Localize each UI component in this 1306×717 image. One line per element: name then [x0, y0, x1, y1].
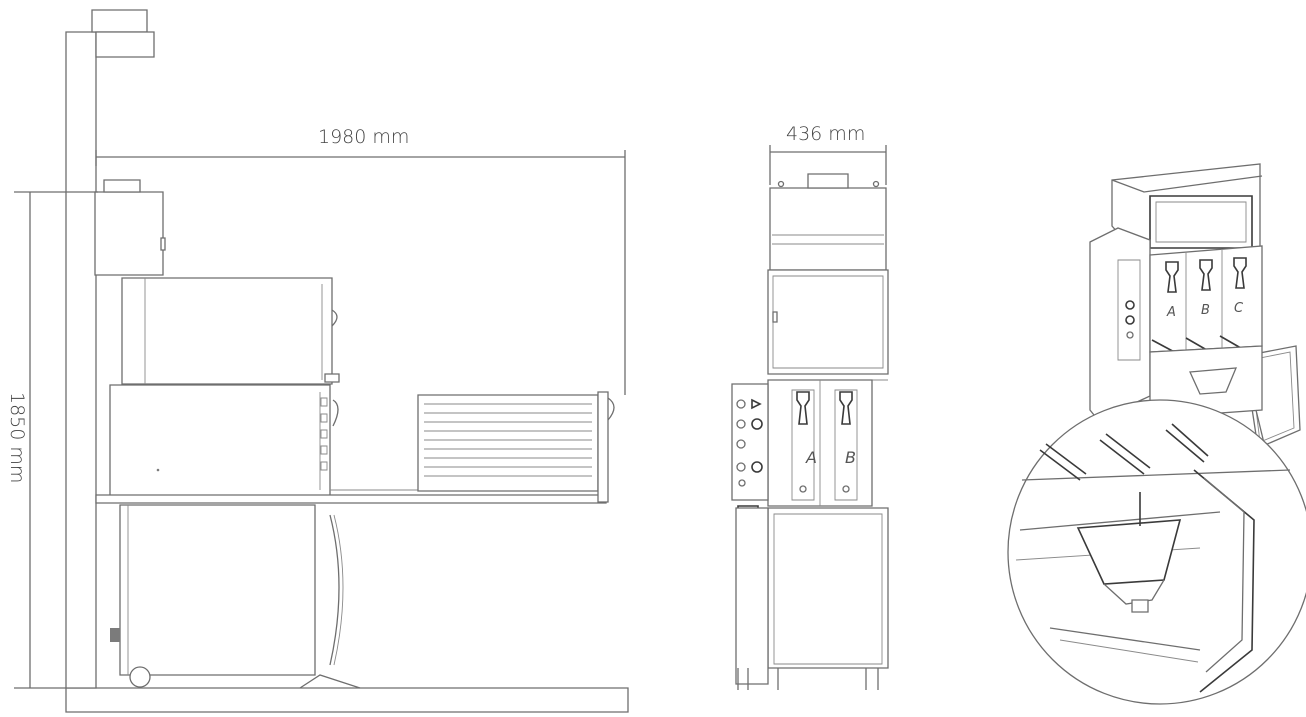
side-upper-oven	[122, 278, 332, 384]
side-floor	[66, 688, 628, 712]
side-lower-oven	[120, 505, 315, 675]
side-wheel	[130, 667, 150, 687]
side-rack	[418, 395, 598, 491]
front-door-label-b: B	[845, 448, 856, 467]
iso-door-label-a: A	[1166, 305, 1176, 320]
iso-view	[1008, 164, 1306, 704]
side-hood	[95, 192, 163, 275]
side-wall-column	[66, 32, 96, 688]
iso-tower	[1090, 228, 1150, 420]
iso-door-label-b: B	[1201, 303, 1210, 318]
front-upper-oven	[768, 270, 888, 374]
iso-detail-circle	[1008, 400, 1306, 704]
side-loading-rail	[96, 495, 606, 503]
iso-door-label-c: C	[1234, 301, 1244, 316]
front-hood	[770, 188, 886, 270]
front-width-label: 436 mm	[786, 123, 866, 145]
front-door-label-a: A	[805, 448, 817, 467]
side-view	[14, 10, 628, 712]
side-middle-oven	[110, 385, 330, 497]
side-rack-bars	[424, 404, 592, 476]
height-label: 1850 mm	[6, 392, 28, 484]
side-width-label: 1980 mm	[318, 126, 410, 148]
front-lower-oven	[768, 508, 888, 668]
side-top-duct	[92, 10, 147, 32]
front-view	[732, 145, 888, 690]
